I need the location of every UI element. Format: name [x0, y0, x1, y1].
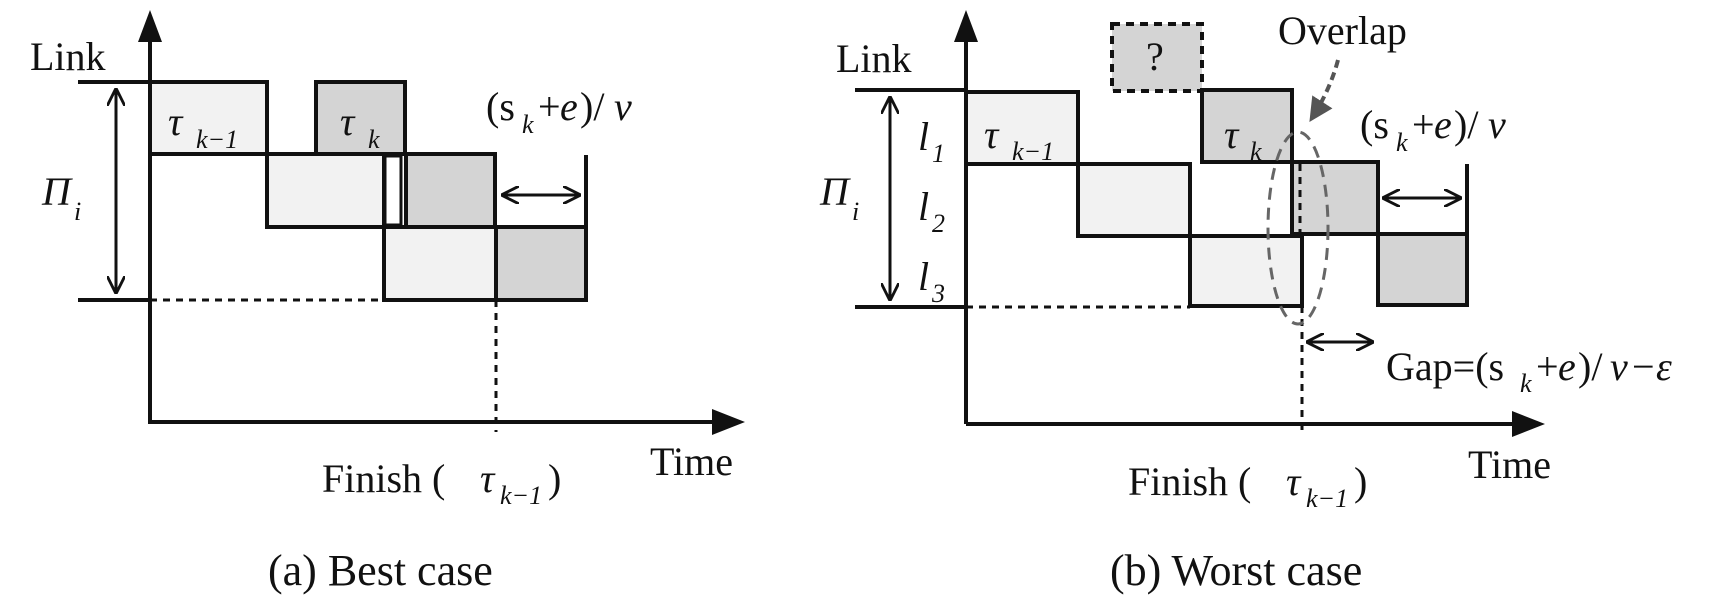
svg-text:)/: )/: [1578, 344, 1603, 389]
panel-a-gap-sliver: [383, 154, 403, 227]
panel-b-finish-label: Finish (: [1128, 459, 1251, 504]
panel-b-link-l1-subscript: 1: [932, 139, 945, 168]
panel-b-gap-equation: Gap=(s k + e )/ v − ε: [1386, 344, 1672, 398]
svg-text:+: +: [1536, 344, 1559, 389]
svg-text:(s: (s: [486, 84, 515, 129]
panel-a-y-axis-arrowhead: [138, 10, 162, 42]
svg-text:k: k: [1520, 369, 1532, 398]
svg-text:+: +: [1412, 102, 1435, 147]
panel-b-finish-close: ): [1354, 459, 1367, 504]
panel-a-task-prev-block-link1: [148, 80, 269, 156]
panel-a-task-prev-block-link2: [265, 152, 386, 229]
panel-a-finish-subscript: k−1: [500, 481, 542, 510]
panel-a-caption: (a) Best case: [268, 546, 493, 595]
panel-b-y-axis-label: Link: [836, 36, 912, 81]
svg-text:e: e: [560, 84, 578, 129]
panel-b-x-axis-arrowhead: [1512, 411, 1545, 437]
panel-b-task-k-subscript: k: [1250, 137, 1262, 166]
panel-b-task-prev-block-link1: [964, 90, 1080, 166]
panel-b-pi-subscript: i: [852, 197, 859, 226]
panel-b-link-l1-label: l: [918, 114, 929, 159]
panel-a-finish-label: Finish (: [322, 456, 445, 501]
panel-a-y-axis-label: Link: [30, 34, 106, 79]
svg-text:(s: (s: [1360, 102, 1389, 147]
panel-b-task-k-label: τ: [1224, 112, 1240, 157]
panel-b-task-k-block-link1: [1200, 88, 1294, 164]
panel-b-finish-tau: τ: [1286, 459, 1302, 504]
panel-a-pi-subscript: i: [74, 197, 81, 226]
panel-b-link-l2-subscript: 2: [932, 209, 945, 238]
panel-b-x-axis-label: Time: [1468, 442, 1551, 487]
panel-b-task-k-block-link3: [1376, 232, 1469, 307]
panel-b-task-prev-label: τ: [984, 112, 1000, 157]
svg-text:Gap=(s: Gap=(s: [1386, 344, 1504, 389]
panel-a-task-k-block-link3: [494, 225, 588, 302]
panel-a-task-k-block-link1: [314, 80, 407, 156]
panel-b-question-mark: ?: [1146, 34, 1164, 79]
svg-text:e: e: [1558, 344, 1576, 389]
panel-a-task-prev-subscript: k−1: [196, 125, 238, 154]
svg-text:v: v: [1488, 102, 1506, 147]
panel-b-link-l3-label: l: [918, 254, 929, 299]
svg-text:k: k: [522, 110, 534, 139]
panel-b-task-prev-subscript: k−1: [1012, 137, 1054, 166]
panel-b-link-l2-label: l: [918, 184, 929, 229]
panel-a-pi-label: Π: [41, 169, 73, 214]
panel-b-task-prev-block-link2: [1076, 162, 1192, 238]
panel-a-finish-tau: τ: [480, 456, 496, 501]
panel-b-y-axis-arrowhead: [954, 10, 978, 42]
panel-a-best-case: Link Time Π i τ k−1 τ k Finish ( τ k−1 ): [30, 10, 745, 595]
panel-b-overlap-label: Overlap: [1278, 8, 1407, 53]
panel-a-x-axis-arrowhead: [712, 409, 745, 435]
panel-a-finish-close: ): [548, 456, 561, 501]
panel-a-task-k-block-link2: [404, 152, 497, 229]
panel-b-task-prev-block-link3: [1188, 234, 1304, 308]
svg-text:−: −: [1632, 344, 1655, 389]
panel-b-finish-subscript: k−1: [1306, 484, 1348, 513]
panel-a-task-k-subscript: k: [368, 125, 380, 154]
svg-text:)/: )/: [580, 84, 605, 129]
panel-b-task-k-block-link2: [1290, 160, 1380, 236]
panel-a-task-prev-label: τ: [168, 99, 184, 144]
svg-text:+: +: [538, 84, 561, 129]
svg-text:k: k: [1396, 128, 1408, 157]
svg-text:v: v: [614, 84, 632, 129]
panel-b-caption: (b) Worst case: [1110, 546, 1362, 595]
panel-a-x-axis-label: Time: [650, 439, 733, 484]
panel-b-overlap-ellipse: [1266, 130, 1330, 326]
panel-a-task-k-label: τ: [340, 99, 356, 144]
panel-a-task-prev-block-link3: [382, 225, 498, 302]
panel-b-unknown-task-box: [1110, 22, 1204, 93]
panel-b-worst-case: Link Time ? Overlap Π i l 1 l 2 l 3: [819, 8, 1672, 595]
svg-text:v: v: [1610, 344, 1628, 389]
panel-b-overlap-arrow: [1309, 59, 1340, 123]
panel-b-link-l3-subscript: 3: [931, 279, 945, 308]
panel-b-pi-label: Π: [819, 169, 851, 214]
svg-text:ε: ε: [1656, 344, 1672, 389]
panel-b-gap-label: (s k + e )/ v: [1360, 102, 1506, 157]
panel-a-gap-label: (s k + e )/ v: [486, 84, 632, 139]
svg-text:)/: )/: [1454, 102, 1479, 147]
svg-text:e: e: [1434, 102, 1452, 147]
